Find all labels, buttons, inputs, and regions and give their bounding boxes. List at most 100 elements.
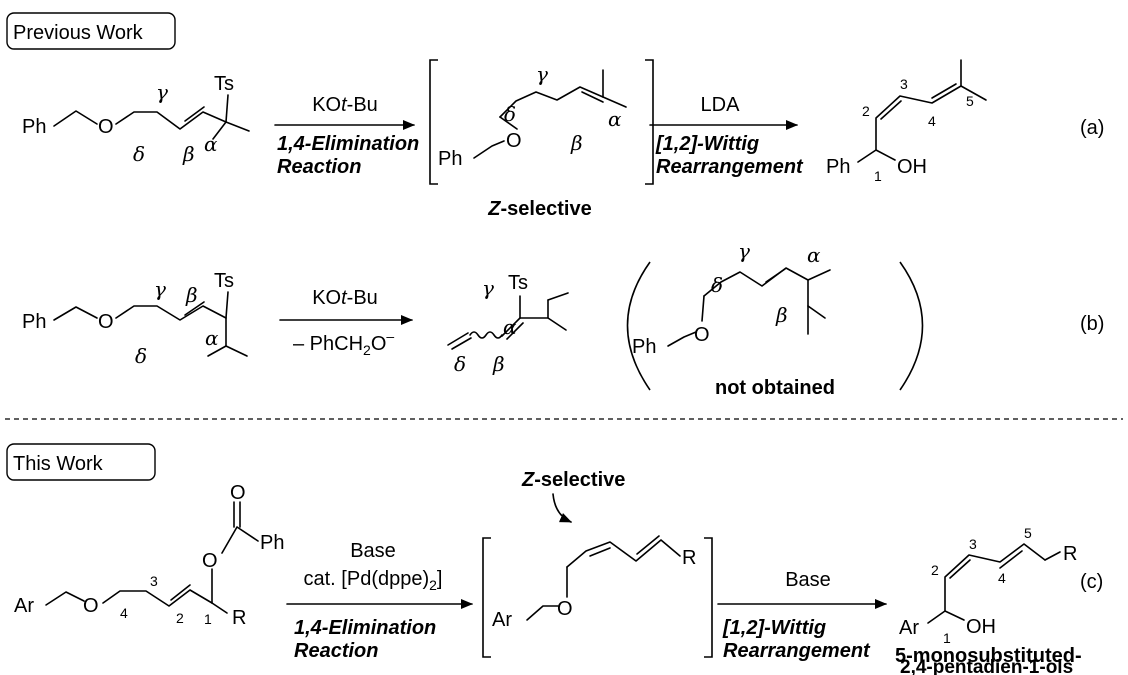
condition-elimination-line1: 1,4-Elimination	[294, 617, 436, 639]
reagent-base: Base	[350, 540, 396, 562]
oxygen-label: O	[506, 130, 522, 152]
scheme-b-not-obtained: O Ph δ γ β α not obtained	[626, 239, 924, 399]
phenyl-label: Ph	[438, 148, 462, 170]
phenyl-label: Ph	[826, 156, 850, 178]
locant-3: 3	[150, 573, 158, 589]
locant-1: 1	[943, 630, 951, 646]
gamma-label: γ	[156, 80, 168, 104]
alpha-label: α	[608, 107, 622, 131]
locant-4: 4	[120, 605, 128, 621]
reagent-kotbu: KOt-Bu	[312, 287, 378, 309]
delta-label: δ	[135, 344, 147, 368]
condition-elimination-line1: 1,4-Elimination	[277, 133, 419, 155]
tosyl-label: Ts	[214, 270, 234, 292]
beta-label: β	[185, 283, 198, 307]
locant-3: 3	[900, 76, 908, 92]
gamma-label: γ	[738, 239, 750, 263]
gamma-label: γ	[482, 276, 494, 300]
tosyl-label: Ts	[508, 272, 528, 294]
alpha-label: α	[503, 315, 517, 339]
r-group-label: R	[1063, 543, 1077, 565]
oxygen-label: O	[694, 324, 710, 346]
this-work-label: This Work	[13, 453, 104, 475]
scheme-tag-c: (c)	[1080, 571, 1103, 593]
beta-label: β	[570, 131, 583, 155]
phenyl-label: Ph	[632, 336, 656, 358]
scheme-a-starting-material: Ph O Ts γ δ β α	[22, 73, 250, 166]
alpha-label: α	[205, 326, 219, 350]
oxygen-label: O	[557, 598, 573, 620]
locant-2: 2	[176, 610, 184, 626]
scheme-c-starting-material: Ar O R O O Ph 3 4 2 1	[14, 482, 284, 629]
oxygen-label: O	[83, 595, 99, 617]
scheme-a: Ph O Ts γ δ β α KOt-Bu 1,4-Elimination R…	[22, 59, 1104, 220]
scheme-tag-a: (a)	[1080, 117, 1104, 139]
gamma-label: γ	[154, 277, 166, 301]
locant-5: 5	[966, 93, 974, 109]
alpha-label: α	[807, 243, 821, 267]
aryl-label: Ar	[492, 609, 512, 631]
scheme-a-arrow-1: KOt-Bu 1,4-Elimination Reaction	[274, 94, 419, 178]
phenyl-label: Ph	[22, 311, 46, 333]
scheme-b-diene-product: Ts γ α δ β	[447, 272, 569, 376]
beta-label: β	[182, 142, 195, 166]
locant-2: 2	[931, 562, 939, 578]
phenyl-label: Ph	[260, 532, 284, 554]
r-group-label: R	[232, 607, 246, 629]
reagent-base-2: Base	[785, 569, 831, 591]
product-name-line1: 5-monosubstituted-	[895, 645, 1082, 667]
scheme-a-intermediate: O Ph δ γ β α Z-selective	[429, 59, 654, 220]
reagent-kotbu: KOt-Bu	[312, 94, 378, 116]
beta-label: β	[775, 303, 788, 327]
hydroxyl-label: OH	[897, 156, 927, 178]
scheme-tag-b: (b)	[1080, 313, 1104, 335]
scheme-c: Ar O R O O Ph 3 4 2 1 Base cat. [Pd(dppe…	[14, 469, 1103, 675]
locant-5: 5	[1024, 525, 1032, 541]
delta-label: δ	[454, 352, 466, 376]
this-work-header: This Work	[6, 443, 156, 481]
delta-label: δ	[711, 273, 723, 297]
locant-4: 4	[928, 113, 936, 129]
condition-wittig-line1: [1,2]-Wittig	[655, 133, 759, 155]
z-selective-note: Z-selective	[487, 198, 591, 220]
aryl-label: Ar	[899, 617, 919, 639]
scheme-a-arrow-2: LDA [1,2]-Wittig Rearrangement	[649, 94, 804, 178]
beta-label: β	[492, 352, 505, 376]
reagent-lda: LDA	[701, 94, 741, 116]
scheme-b: Ph O Ts γ β δ α KOt-Bu – PhCH2O–	[22, 239, 1104, 399]
locant-3: 3	[969, 536, 977, 552]
alpha-label: α	[204, 132, 218, 156]
scheme-a-product: Ph OH 2 3 4 5 1	[826, 59, 987, 184]
scheme-b-arrow: KOt-Bu – PhCH2O–	[279, 287, 413, 358]
not-obtained-label: not obtained	[715, 377, 835, 399]
locant-2: 2	[862, 103, 870, 119]
oxygen-label: O	[98, 311, 114, 333]
product-name-line2: 2,4-pentadien-1-ols	[900, 657, 1073, 675]
phenyl-label: Ph	[22, 116, 46, 138]
locant-1: 1	[874, 168, 882, 184]
previous-work-header: Previous Work	[6, 12, 176, 50]
scheme-c-arrow-2: Base [1,2]-Wittig Rearrangement	[717, 569, 887, 662]
locant-4: 4	[998, 570, 1006, 586]
ester-oxygen-label: O	[202, 550, 218, 572]
scheme-c-intermediate: Z-selective O R Ar	[482, 469, 713, 658]
scheme-c-product: Ar OH R 2 3 4 5 1 5-monosubstituted- 2,4…	[895, 525, 1082, 675]
condition-elimination-line2: Reaction	[294, 640, 378, 662]
tosyl-label: Ts	[214, 73, 234, 95]
hydroxyl-label: OH	[966, 616, 996, 638]
byproduct-benzyloxide: – PhCH2O–	[293, 328, 394, 358]
condition-wittig-line2: Rearrangement	[723, 640, 871, 662]
carbonyl-oxygen-label: O	[230, 482, 246, 504]
previous-work-label: Previous Work	[13, 22, 144, 44]
condition-wittig-line1: [1,2]-Wittig	[722, 617, 826, 639]
catalyst-pd-dppe: cat. [Pd(dppe)2]	[304, 568, 443, 593]
oxygen-label: O	[98, 116, 114, 138]
aryl-label: Ar	[14, 595, 34, 617]
r-group-label: R	[682, 547, 696, 569]
delta-label: δ	[504, 102, 516, 126]
condition-wittig-line2: Rearrangement	[656, 156, 804, 178]
gamma-label: γ	[536, 62, 548, 86]
z-selective-note: Z-selective	[521, 469, 625, 491]
scheme-c-arrow-1: Base cat. [Pd(dppe)2] 1,4-Elimination Re…	[286, 540, 473, 662]
